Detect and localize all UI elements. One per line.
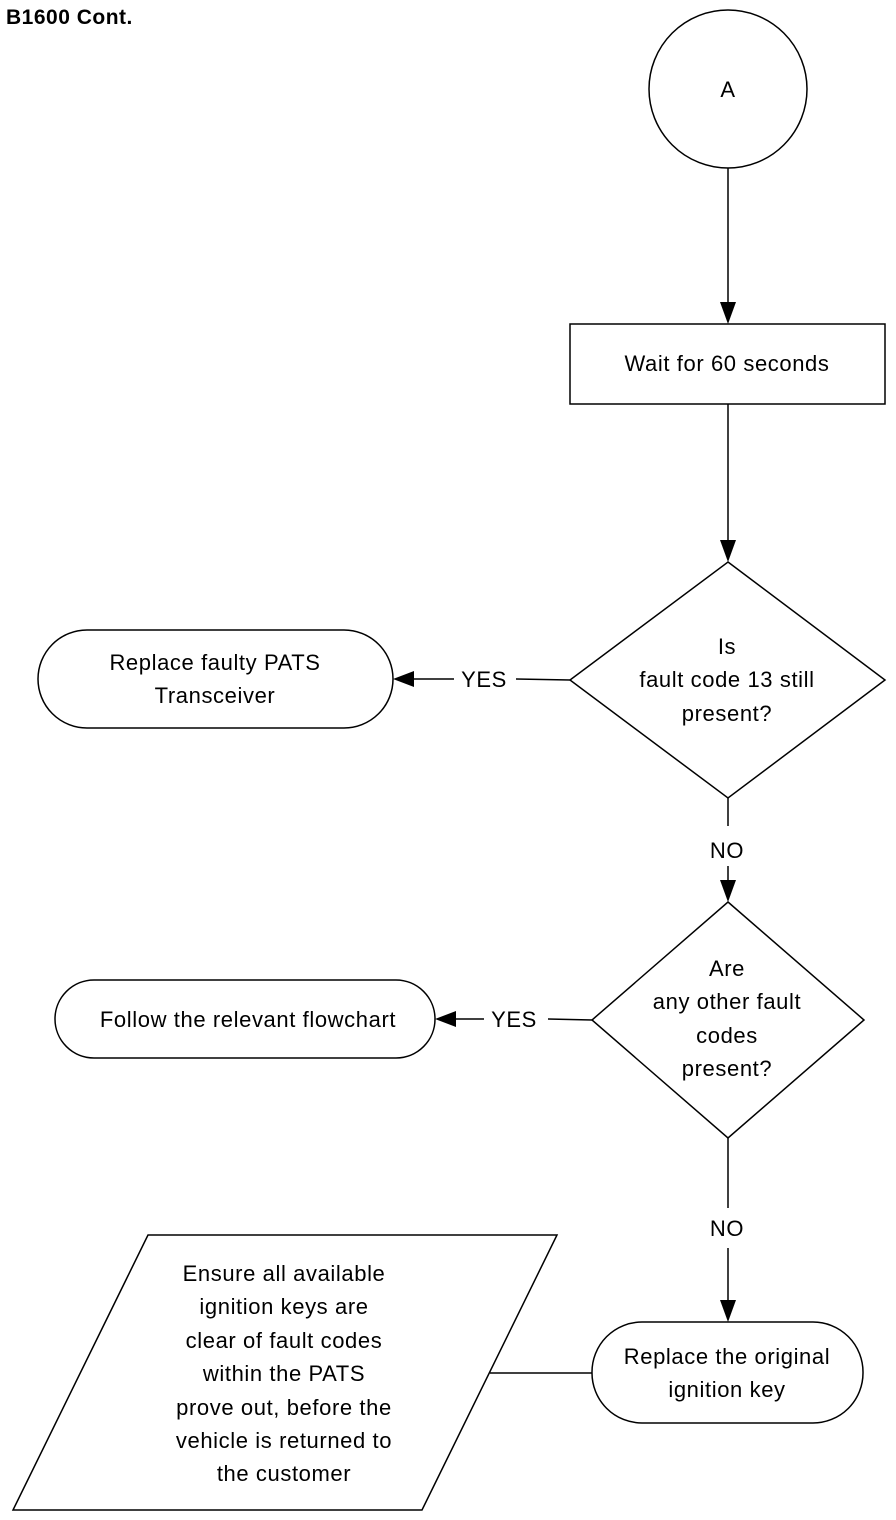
replace-key-terminal: Replace the original ignition key <box>591 1321 864 1424</box>
replace-transceiver-terminal: Replace faulty PATS Transceiver <box>37 629 394 729</box>
decision2-no-label: NO <box>710 1216 744 1241</box>
replace-transceiver-line-1: Replace faulty PATS <box>109 650 320 675</box>
follow-flowchart-terminal: Follow the relevant flowchart <box>54 979 436 1059</box>
decision2-yes-label: YES <box>491 1007 537 1032</box>
connector-a: A <box>648 9 808 169</box>
decision1-line-3: present? <box>682 701 772 726</box>
decision2-line-2: any other fault <box>653 989 801 1014</box>
wait-box: Wait for 60 seconds <box>569 323 886 405</box>
replace-transceiver-line-2: Transceiver <box>155 683 276 708</box>
decision1-no-label: NO <box>710 838 744 863</box>
wait-label: Wait for 60 seconds <box>624 351 829 376</box>
note-line-4: within the PATS <box>202 1361 365 1386</box>
replace-key-line-1: Replace the original <box>624 1344 830 1369</box>
decision2-line-1: Are <box>709 956 745 981</box>
follow-flowchart-label: Follow the relevant flowchart <box>100 1007 396 1032</box>
note-parallelogram: Ensure all available ignition keys are c… <box>11 1234 559 1511</box>
decision2-line-4: present? <box>682 1056 772 1081</box>
note-line-3: clear of fault codes <box>186 1328 383 1353</box>
edge-decision1-no: NO <box>710 798 744 902</box>
note-line-1: Ensure all available <box>183 1261 386 1286</box>
decision2-line-3: codes <box>696 1023 758 1048</box>
edge-wait-to-decision1 <box>720 404 736 562</box>
page-title: B1600 Cont. <box>6 6 133 29</box>
decision1-yes-label: YES <box>461 667 507 692</box>
decision-fault-code-13: Is fault code 13 still present? <box>568 561 887 799</box>
replace-key-line-2: ignition key <box>668 1377 785 1402</box>
edge-decision2-yes: YES <box>435 1007 593 1032</box>
connector-label: A <box>720 77 735 102</box>
note-line-5: prove out, before the <box>176 1395 392 1420</box>
decision1-line-1: Is <box>718 634 736 659</box>
edge-connector-to-wait <box>720 168 736 324</box>
note-line-2: ignition keys are <box>199 1294 368 1319</box>
decision-other-fault-codes: Are any other fault codes present? <box>590 901 866 1139</box>
note-line-7: the customer <box>217 1461 351 1486</box>
edge-decision2-no: NO <box>710 1138 744 1322</box>
edge-decision1-yes: YES <box>393 667 571 692</box>
note-line-6: vehicle is returned to <box>176 1428 392 1453</box>
decision1-line-2: fault code 13 still <box>639 667 814 692</box>
